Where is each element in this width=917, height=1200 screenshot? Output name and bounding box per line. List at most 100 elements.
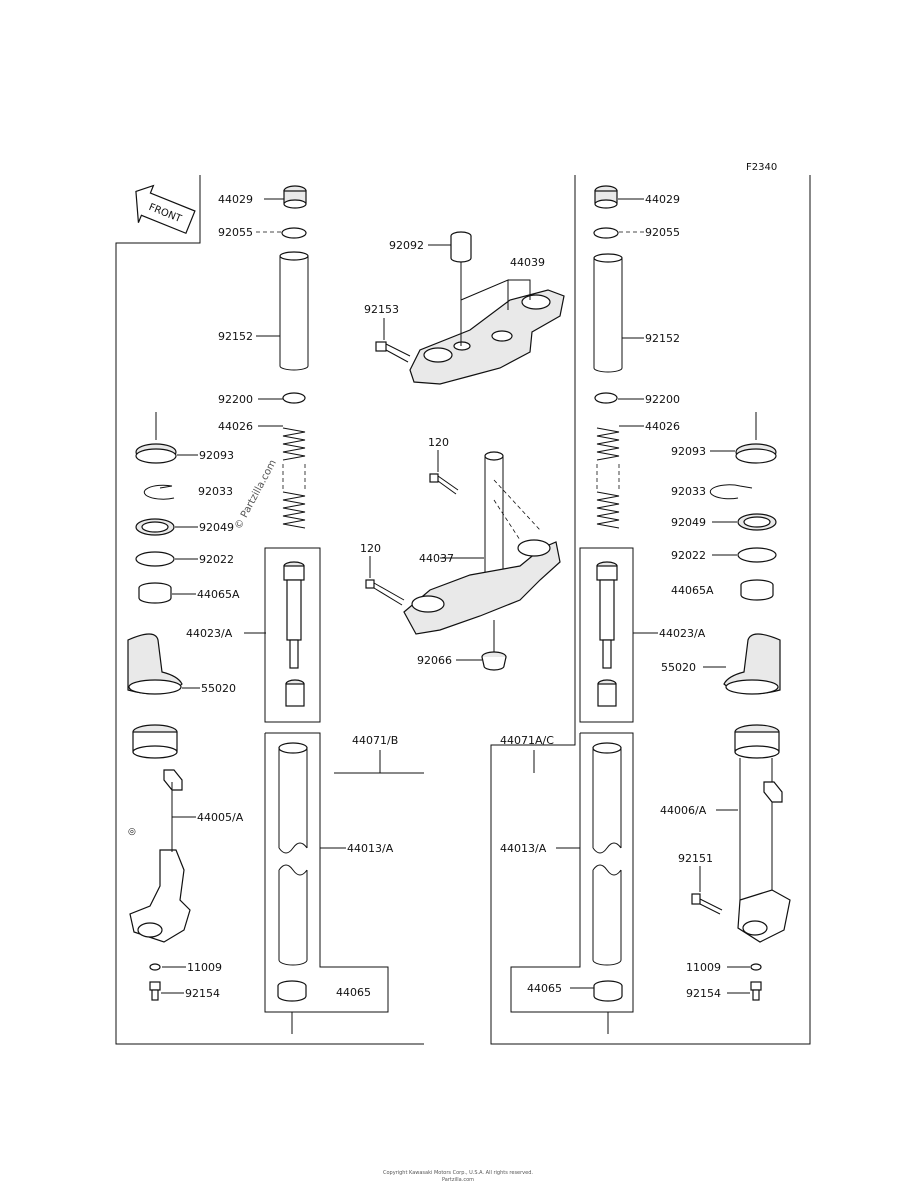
label-spacer-left: 92152 bbox=[218, 330, 253, 343]
outer-tube-left bbox=[129, 724, 191, 943]
label-stem-nut: 92066 bbox=[417, 654, 452, 667]
label-asm-left: 44071/B bbox=[352, 734, 398, 747]
label-asm-right: 44071A/C bbox=[500, 734, 554, 747]
gasket-right bbox=[750, 963, 762, 971]
fork-guard-right bbox=[723, 633, 781, 695]
label-washer2-left: 92022 bbox=[199, 553, 234, 566]
washer2-right bbox=[737, 547, 777, 563]
front-arrow-icon: FRONT bbox=[135, 184, 196, 235]
footer-line2: Partzilla.com bbox=[442, 1177, 474, 1183]
steering-stem bbox=[403, 451, 561, 635]
washer2-left bbox=[135, 551, 175, 567]
label-oring-right: 92055 bbox=[645, 226, 680, 239]
dust-seal-right bbox=[735, 412, 777, 464]
bushing-left bbox=[277, 980, 307, 1034]
collar bbox=[450, 231, 472, 263]
washer-right bbox=[594, 392, 618, 404]
oring-right bbox=[593, 227, 619, 239]
upper-bolt bbox=[375, 341, 411, 363]
label-bush-right: 44065A bbox=[671, 584, 714, 597]
outer-tube-right bbox=[734, 724, 791, 943]
label-guard-right: 55020 bbox=[661, 661, 696, 674]
right-fork: 44029 92055 92152 92200 44026 bbox=[500, 185, 791, 1034]
cylinder-right bbox=[596, 561, 618, 707]
left-fork: 44029 92055 92152 92200 44026 bbox=[127, 185, 424, 1034]
label-bolt-right: 92154 bbox=[686, 987, 721, 1000]
label-cylinder-right: 44023/A bbox=[659, 627, 706, 640]
label-circlip-right: 92033 bbox=[671, 485, 706, 498]
label-bolt2-right: 92151 bbox=[678, 852, 713, 865]
circlip-left bbox=[143, 484, 175, 500]
label-inner-right: 44013/A bbox=[500, 842, 547, 855]
label-bolt-b: 120 bbox=[360, 542, 381, 555]
label-spring-right: 44026 bbox=[645, 420, 680, 433]
label-gasket-left: 11009 bbox=[187, 961, 222, 974]
label-guard-left: 55020 bbox=[201, 682, 236, 695]
cylinder-box-left bbox=[264, 547, 321, 723]
label-inner-left: 44013/A bbox=[347, 842, 394, 855]
label-steering-stem: 44037 bbox=[419, 552, 454, 565]
label-washer-left: 92200 bbox=[218, 393, 253, 406]
bolt-left bbox=[149, 981, 161, 1001]
inner-tube-box-left bbox=[264, 732, 389, 1013]
spacer-tube-right bbox=[593, 253, 623, 373]
cylinder-left bbox=[283, 561, 305, 707]
label-oring-left: 92055 bbox=[218, 226, 253, 239]
washer-left bbox=[282, 392, 306, 404]
label-cap-left: 44029 bbox=[218, 193, 253, 206]
inner-tube-box-right bbox=[510, 732, 634, 1013]
circlip-right bbox=[709, 484, 753, 500]
label-outer-left: 44005/A bbox=[197, 811, 244, 824]
steering-stem-group: 44037 120 120 92066 bbox=[360, 436, 561, 671]
fork-cap-right bbox=[594, 185, 618, 209]
label-cap-right: 44029 bbox=[645, 193, 680, 206]
spring-left bbox=[282, 427, 306, 529]
label-bolt-a: 120 bbox=[428, 436, 449, 449]
spring-right bbox=[596, 427, 620, 529]
dust-seal-left bbox=[135, 412, 177, 464]
mark-left: ◎ bbox=[128, 827, 136, 837]
label-outer-right: 44006/A bbox=[660, 804, 707, 817]
inner-tube-right bbox=[592, 742, 622, 966]
label-bolt-left: 92154 bbox=[185, 987, 220, 1000]
bolt-b bbox=[365, 579, 405, 606]
label-upper-bolt: 92153 bbox=[364, 303, 399, 316]
bolt2-right bbox=[691, 893, 723, 915]
label-collar: 92092 bbox=[389, 239, 424, 252]
fork-cap-left bbox=[283, 185, 307, 209]
spacer-tube-left bbox=[279, 251, 309, 371]
watermark: © Partzilla.com bbox=[233, 458, 279, 531]
bushing-right bbox=[593, 980, 623, 1034]
footer-line1: Copyright Kawasaki Motors Corp., U.S.A. … bbox=[383, 1170, 533, 1176]
label-bushing-right: 44065 bbox=[527, 982, 562, 995]
label-circlip-left: 92033 bbox=[198, 485, 233, 498]
oring-left bbox=[281, 227, 307, 239]
label-spacer-right: 92152 bbox=[645, 332, 680, 345]
oil-seal-right bbox=[737, 513, 777, 531]
stem-nut bbox=[481, 620, 507, 671]
gasket-left bbox=[149, 963, 161, 971]
figure-code: F2340 bbox=[746, 162, 777, 173]
label-bush-left: 44065A bbox=[197, 588, 240, 601]
fork-guard-left bbox=[127, 633, 183, 695]
label-bushing-left: 44065 bbox=[336, 986, 371, 999]
label-washer-right: 92200 bbox=[645, 393, 680, 406]
label-oilseal-right: 92049 bbox=[671, 516, 706, 529]
upper-bracket-group: 92092 44039 92153 bbox=[364, 231, 565, 385]
cylinder-box-right bbox=[579, 547, 634, 723]
bolt-right bbox=[750, 981, 762, 1001]
label-upper-bracket: 44039 bbox=[510, 256, 545, 269]
label-spring-left: 44026 bbox=[218, 420, 253, 433]
label-cylinder-left: 44023/A bbox=[186, 627, 233, 640]
label-oilseal-left: 92049 bbox=[199, 521, 234, 534]
upper-bracket bbox=[409, 289, 565, 385]
oil-seal-left bbox=[135, 518, 175, 536]
bolt-a bbox=[429, 473, 459, 495]
bush-left bbox=[138, 582, 172, 604]
label-washer2-right: 92022 bbox=[671, 549, 706, 562]
frame-lines bbox=[115, 175, 811, 1045]
label-seal-left: 92093 bbox=[199, 449, 234, 462]
label-seal-right: 92093 bbox=[671, 445, 706, 458]
label-gasket-right: 11009 bbox=[686, 961, 721, 974]
